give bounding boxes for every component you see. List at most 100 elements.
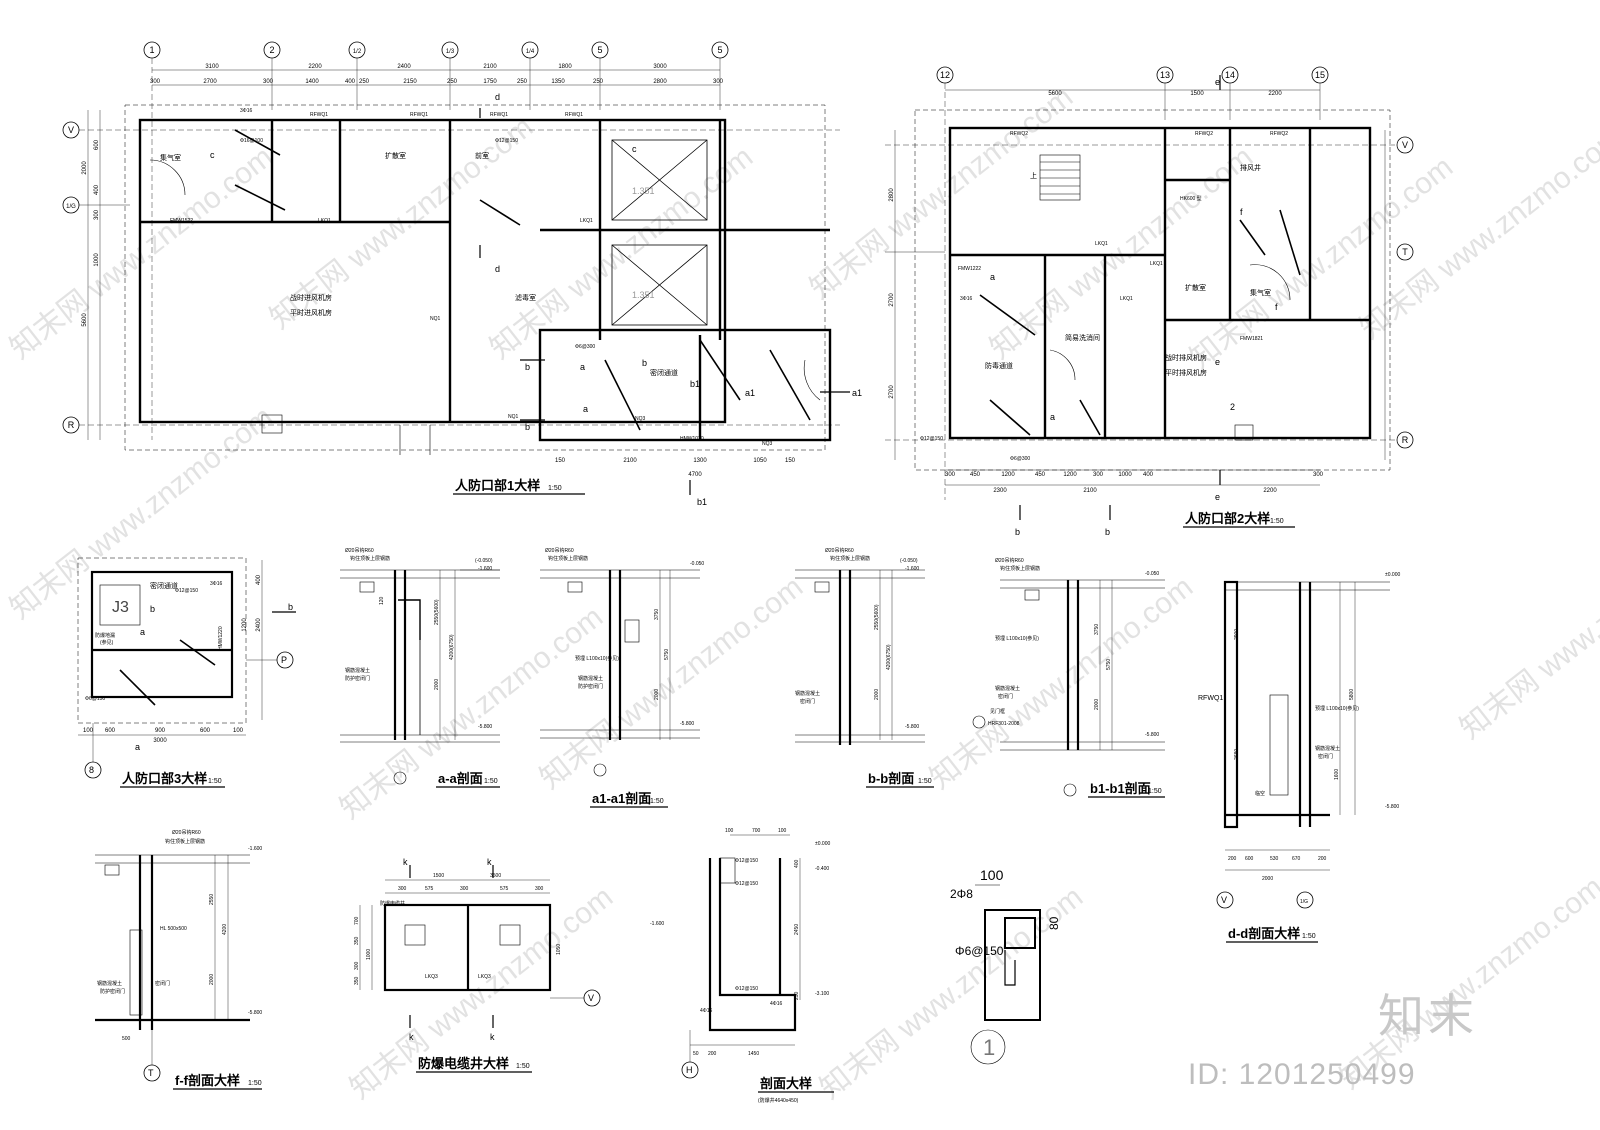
note: 钢筋混凝土 — [995, 685, 1020, 692]
axis-label: 14 — [1225, 70, 1235, 80]
note: 钩住顶板上层钢筋 — [350, 555, 390, 562]
dim: 1600 — [1334, 769, 1340, 780]
level-mark: -5.800 — [680, 721, 694, 727]
dim: 5600 — [82, 313, 88, 327]
rebar-tag: 4Φ16 — [700, 1008, 713, 1014]
level-mark: -5.800 — [248, 1010, 262, 1016]
plan2-annotations: RFWQ2 RFWQ2 RFWQ2 LKQ1 LKQ1 LKQ1 FMW1222… — [920, 131, 1288, 462]
plan3-title: 人防口部3大样 — [122, 771, 207, 786]
dim: 100 — [725, 828, 734, 834]
rebar-tag: Φ12@150 — [175, 588, 198, 594]
sec-a1-text: -0.050 -5.800 Ø20吊钩R60 钩住顶板上层钢筋 预埋 L100x… — [545, 547, 704, 727]
axis-label: T — [1402, 247, 1408, 257]
dim: 4700 — [688, 472, 702, 478]
dim: 1500 — [1190, 91, 1204, 97]
section-mark: b — [642, 358, 647, 368]
level-mark: (-0.050) — [475, 558, 493, 564]
level-mark: -5.800 — [1145, 732, 1159, 738]
dim: 250 — [359, 79, 370, 85]
dd-axis-v — [1216, 891, 1234, 909]
dim: 1750 — [483, 79, 497, 85]
note: 钢筋混凝土 — [345, 667, 370, 674]
dim: 2000 — [654, 689, 660, 700]
wall-tag: LKQ3 — [478, 974, 491, 980]
wall-tag: RFWQ2 — [1270, 131, 1288, 137]
plan1-section-cut-lines — [479, 108, 850, 495]
section-mark: a1 — [745, 388, 755, 398]
dim: 2700 — [889, 385, 895, 399]
dim: 80 — [1047, 916, 1061, 930]
cable-shaft-text: 防爆电缆井 LKQ3 LKQ3 k k k k V 1500 3500 300 … — [354, 857, 594, 1042]
note: 钩住顶板上层钢筋 — [548, 555, 588, 562]
sec-b1-title: b1-b1剖面 — [1090, 781, 1151, 796]
note: 见门框 — [990, 708, 1005, 715]
section-mark: a1 — [852, 388, 862, 398]
dim: 5600 — [1048, 91, 1062, 97]
axis-label: 12 — [940, 70, 950, 80]
dim: 200 — [1228, 856, 1237, 862]
dim: 400 — [94, 184, 100, 195]
note: 防护密闭门 — [578, 683, 603, 690]
dim: 600 — [1245, 856, 1254, 862]
dim: 2000 — [1262, 876, 1273, 882]
wall-tag: NQ1 — [430, 316, 441, 322]
door-tag: FMW1222 — [958, 266, 981, 272]
section-mark: b1 — [690, 379, 700, 389]
wall-tag: RFWQ1 — [1198, 695, 1223, 702]
axis-label: 1/2 — [353, 49, 362, 55]
dim: 600 — [105, 728, 116, 734]
note: HRF301-2008 — [988, 721, 1020, 727]
sec-aa-scale: 1:50 — [484, 778, 498, 785]
dim: 150 — [785, 458, 796, 464]
dim: 3750 — [654, 609, 660, 620]
section-mark: d — [495, 92, 500, 102]
plan1-air-shafts — [611, 139, 708, 326]
dim: 5750 — [664, 649, 670, 660]
plan1-annotations: RFWQ1 RFWQ1 RFWQ1 RFWQ1 LKQ1 LKQ1 NQ1 NQ… — [170, 108, 773, 447]
section-mark: c — [210, 150, 215, 160]
dim: 4200 — [222, 924, 228, 935]
axis-label: 1/G — [66, 204, 76, 210]
plan-3-civil-defense-entrance — [77, 557, 296, 779]
note: 密闭门 — [1318, 753, 1333, 760]
wall-tag: RFWQ2 — [1195, 131, 1213, 137]
section-mark: e — [1215, 77, 1220, 87]
dim: 400 — [794, 859, 800, 868]
section-dd — [1216, 580, 1390, 909]
wall-tag: RFWQ1 — [310, 112, 328, 118]
big-section-note: (防爆井4640x450) — [758, 1097, 799, 1104]
sec-aa-text: (-0.050) -1.600 -5.800 Ø20吊钩R60 钩住顶板上层钢筋… — [345, 547, 493, 730]
detail-1 — [970, 884, 1041, 1065]
wall-tag: RFWQ2 — [1010, 131, 1028, 137]
plan3-text: 8 P 密闭通道 防爆地漏 (参见) J3 3Φ16 Φ12@150 Φ6@15… — [83, 574, 293, 775]
level-mark: -5.800 — [478, 724, 492, 730]
dim: 100 — [83, 728, 94, 734]
dim: 600 — [94, 139, 100, 150]
sec-b1-text: -0.050 -5.800 Ø20吊钩R60 钩住顶板上层钢筋 预埋 L100x… — [988, 557, 1159, 738]
note: 钢筋混凝土 — [795, 690, 820, 697]
rebar-tag: Φ12@150 — [735, 881, 758, 887]
section-mark: a — [580, 362, 585, 372]
dim: 400 — [345, 79, 356, 85]
axis-label: R — [1402, 435, 1409, 445]
dim: 4200(6750) — [449, 634, 455, 660]
wall-tag: LKQ1 — [1150, 261, 1163, 267]
dim: 350 — [354, 976, 360, 985]
dim: 300 — [945, 472, 956, 478]
section-mark: b — [288, 602, 293, 612]
axis-label: 1/G — [1300, 899, 1308, 905]
section-bb — [795, 569, 925, 745]
rebar-tag: 4Φ16 — [770, 1001, 783, 1007]
note: 密闭门 — [998, 693, 1013, 700]
dim: 2400 — [397, 64, 411, 70]
sec-a1-scale: 1:50 — [650, 798, 664, 805]
shaft-level: 1.351 — [632, 290, 655, 300]
dim: 2000 — [874, 689, 880, 700]
room-label: 排风井 — [1240, 163, 1261, 172]
detail-1-text: 2Φ8 Φ6@150 100 80 1 — [950, 867, 1061, 1060]
dim: 2550 — [209, 894, 215, 905]
dim: 2700 — [889, 293, 895, 307]
dim: 2000 — [82, 161, 88, 175]
section-mark: e — [1215, 492, 1220, 502]
dim: 2400 — [256, 618, 262, 632]
